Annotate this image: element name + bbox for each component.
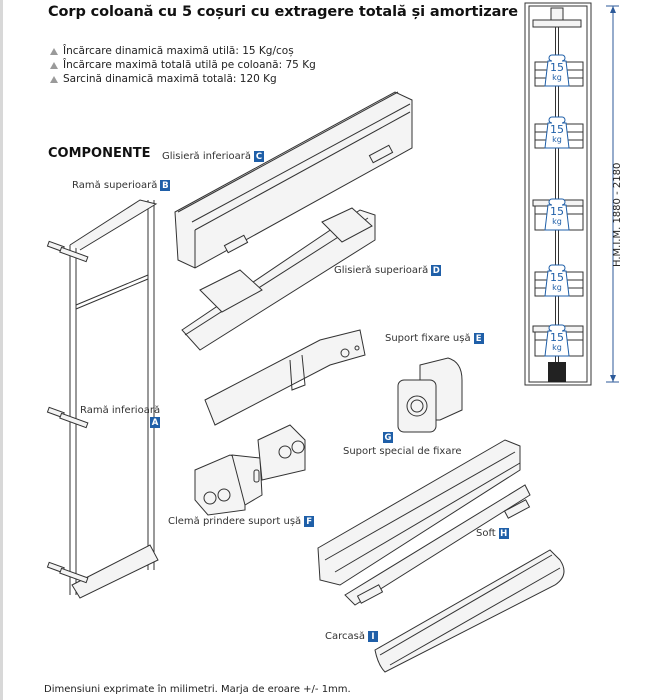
- weight-value: 15: [550, 271, 564, 284]
- component-code-badge: A: [150, 417, 161, 428]
- upper-rail-drawing: [181, 207, 376, 351]
- door-clip-drawing: [194, 424, 306, 516]
- spec-text: Încărcare maximă totală utilă pe coloană…: [63, 59, 316, 71]
- spec-list: Încărcare dinamică maximă utilă: 15 Kg/c…: [50, 44, 316, 86]
- triangle-bullet-icon: [50, 47, 58, 55]
- component-label-special-bracket: G Suport special de fixare: [343, 432, 462, 457]
- frame-drawing: [46, 199, 159, 599]
- soft-close-drawing: [317, 439, 531, 606]
- triangle-bullet-icon: [50, 75, 58, 83]
- spec-item: Încărcare dinamică maximă utilă: 15 Kg/c…: [50, 44, 316, 58]
- component-code-badge: F: [304, 516, 315, 527]
- component-name: Ramă superioară: [72, 180, 158, 191]
- special-bracket-drawing: [397, 357, 463, 433]
- component-code-badge: G: [383, 432, 393, 443]
- weight-icons: [544, 54, 570, 357]
- component-name: Carcasă: [325, 631, 365, 642]
- weight-unit: kg: [552, 343, 562, 352]
- cover-drawing: [374, 549, 565, 673]
- weight-value: 15: [550, 123, 564, 136]
- weight-unit: kg: [552, 135, 562, 144]
- component-code-badge: E: [473, 333, 484, 344]
- component-code-badge: I: [367, 631, 378, 642]
- document-title: Corp coloană cu 5 coșuri cu extragere to…: [48, 4, 519, 20]
- component-name: Clemă prindere suport ușă: [168, 516, 302, 527]
- height-dimension-label: H.M.I.M. 1880 - 2180: [612, 162, 623, 268]
- component-name: Glisieră superioară: [334, 265, 429, 276]
- spec-item: Sarcină dinamică maximă totală: 120 Kg: [50, 72, 316, 86]
- spec-text: Încărcare dinamică maximă utilă: 15 Kg/c…: [63, 45, 294, 57]
- component-name: Ramă inferioară: [80, 405, 161, 416]
- section-title: COMPONENTE: [48, 146, 151, 161]
- column-cabinet-diagram: [524, 2, 619, 386]
- component-code-badge: D: [431, 265, 442, 276]
- component-name: Soft: [476, 528, 496, 539]
- component-code-badge: H: [498, 528, 509, 539]
- component-code-badge: B: [160, 180, 171, 191]
- weight-unit: kg: [552, 73, 562, 82]
- component-code-badge: C: [254, 151, 265, 162]
- weight-value: 15: [550, 61, 564, 74]
- lower-rail-drawing: [174, 91, 413, 269]
- weight-value: 15: [550, 331, 564, 344]
- triangle-bullet-icon: [50, 61, 58, 69]
- component-name: Suport special de fixare: [343, 446, 462, 457]
- spec-item: Încărcare maximă totală utilă pe coloană…: [50, 58, 316, 72]
- component-name: Suport fixare ușă: [385, 333, 471, 344]
- page-edge: [0, 0, 3, 700]
- spec-text: Sarcină dinamică maximă totală: 120 Kg: [63, 73, 277, 85]
- weight-value: 15: [550, 205, 564, 218]
- footer-note: Dimensiuni exprimate în milimetri. Marja…: [44, 684, 351, 695]
- component-name: Glisieră inferioară: [162, 151, 252, 162]
- door-bracket-drawing: [204, 329, 366, 426]
- weight-unit: kg: [552, 283, 562, 292]
- weight-unit: kg: [552, 217, 562, 226]
